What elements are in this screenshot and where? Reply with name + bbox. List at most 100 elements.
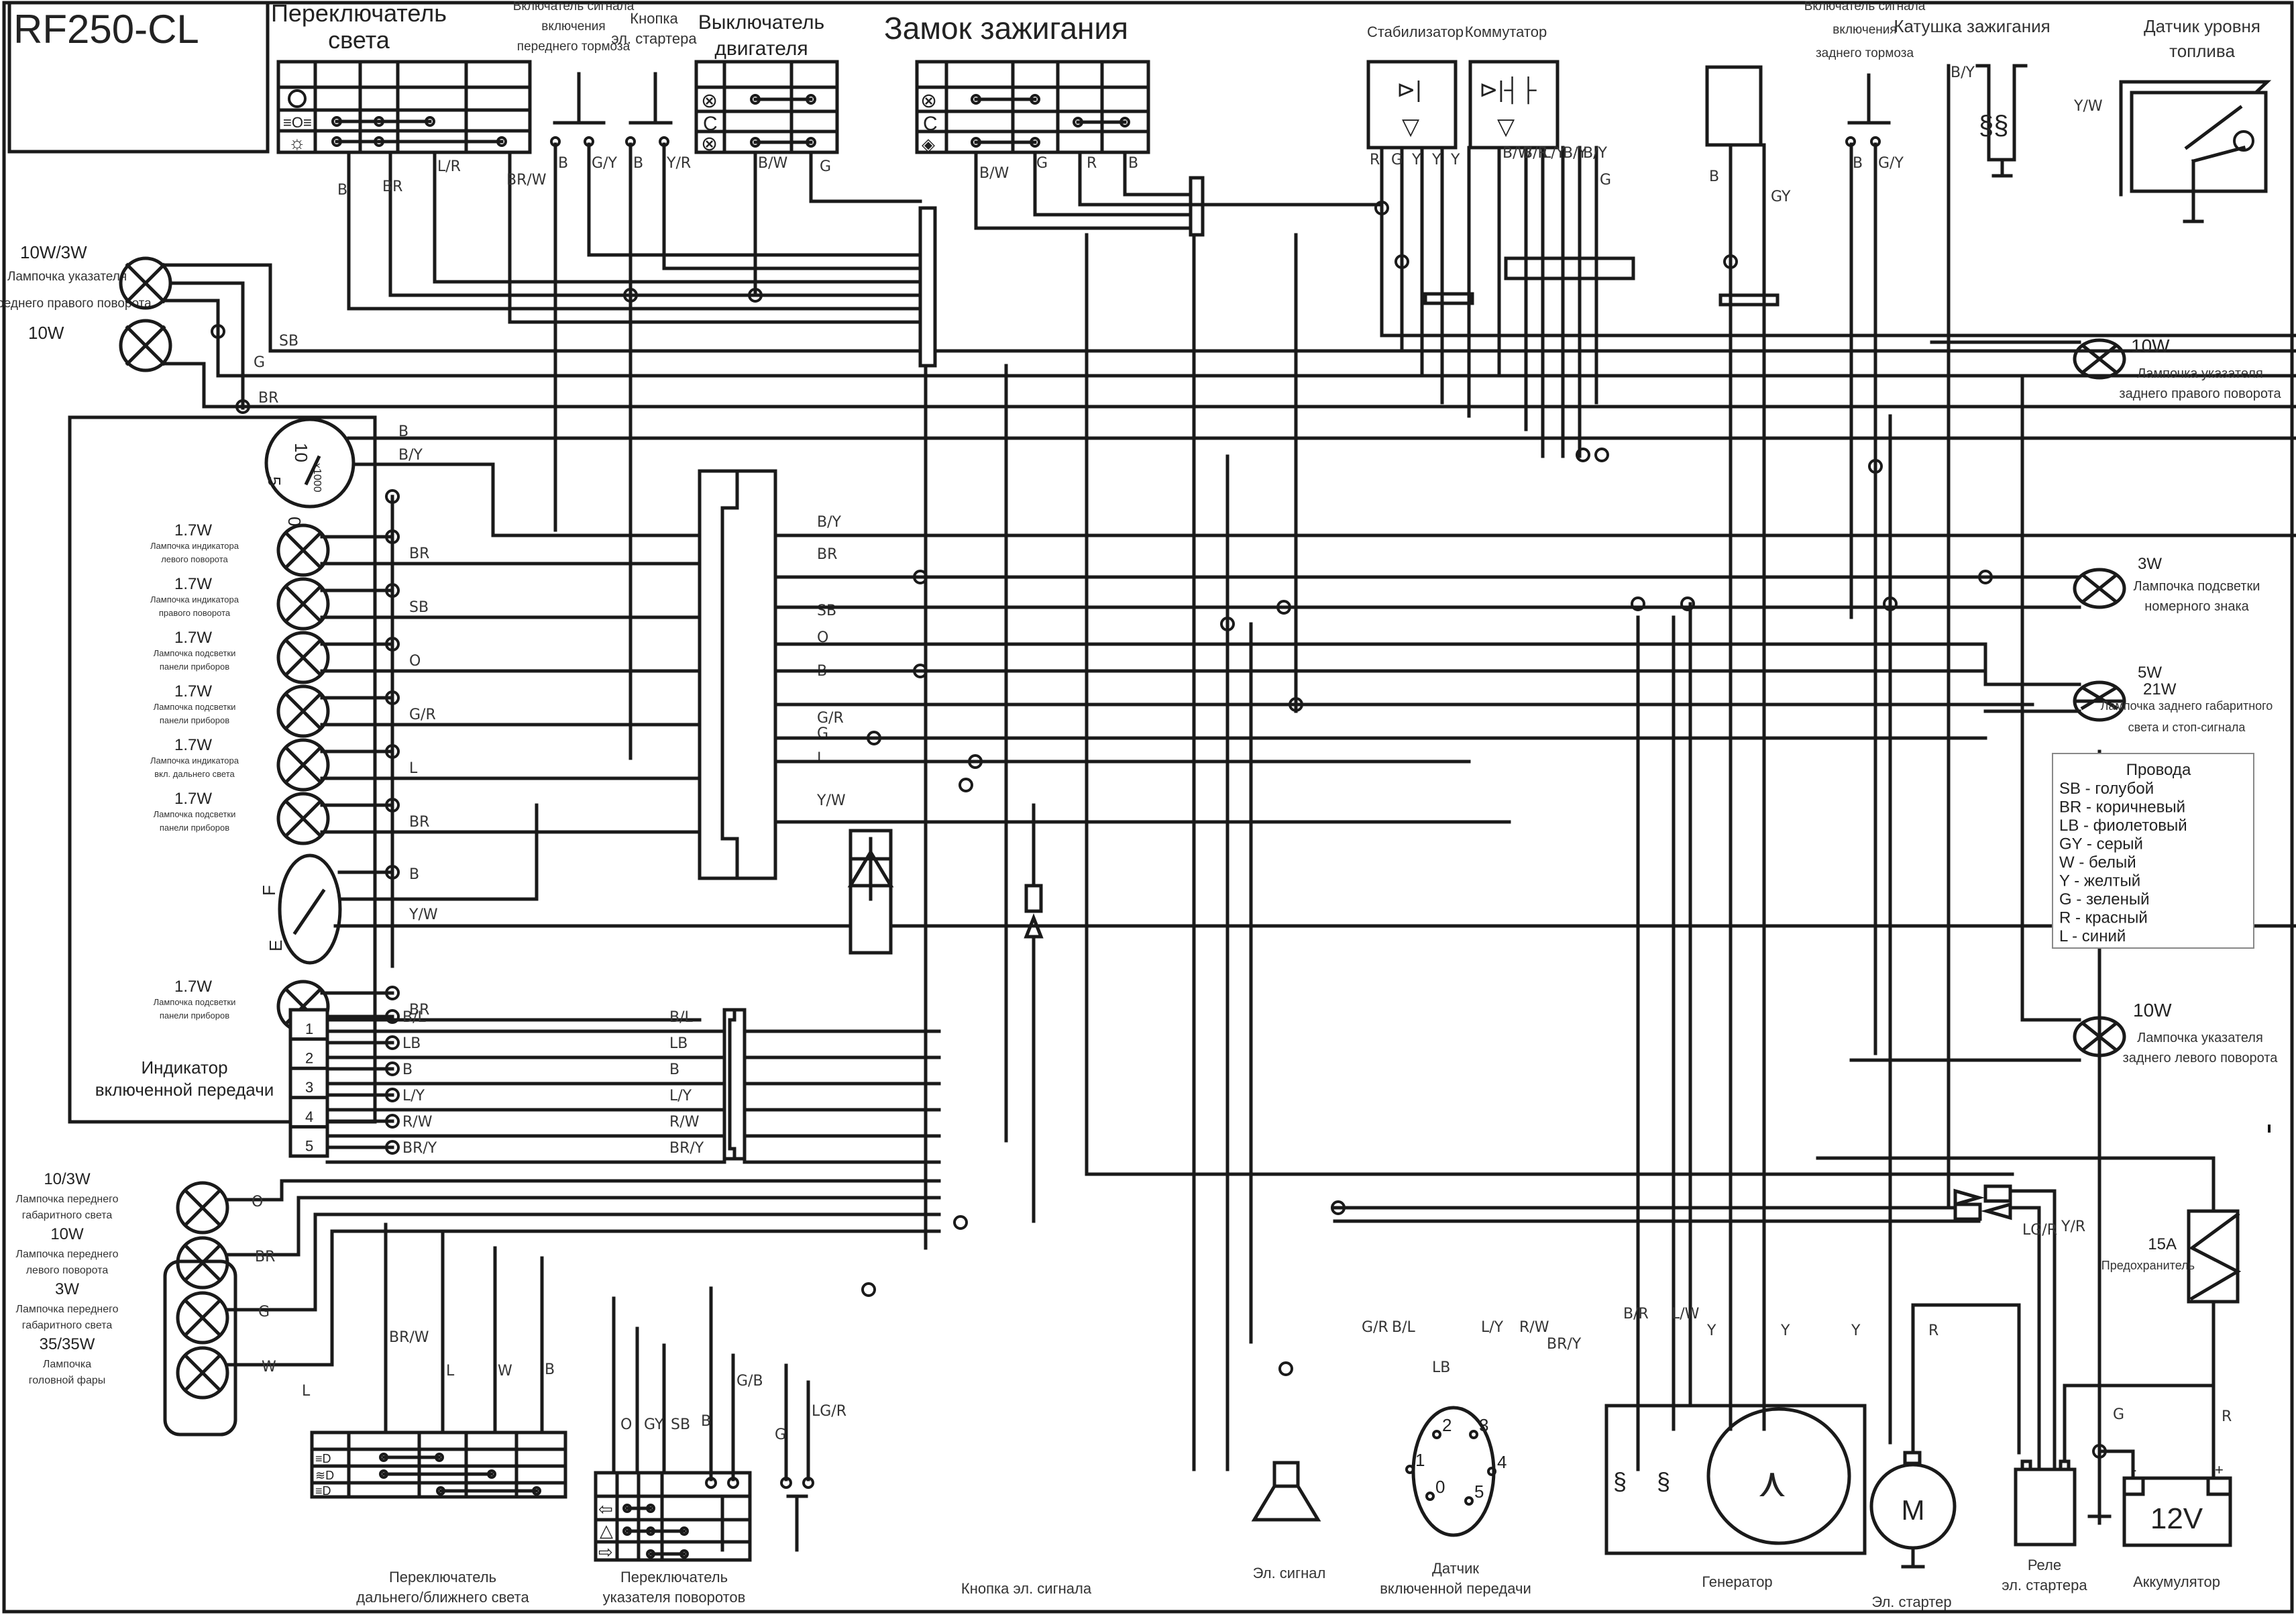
front-right-turn-lamps: 10W/3W Лампочка указателя переднего прав… (0, 242, 2296, 414)
wire-label: BR (409, 1002, 429, 1019)
lamp-power: 1.7W (174, 682, 212, 700)
rear-lamps: 10W Лампочка указателя заднего правого п… (2073, 335, 2281, 1065)
front-brake-title: включения (541, 19, 605, 34)
svg-text:F: F (259, 885, 279, 896)
front-brake-switch: Включатель сигнала включения переднего т… (513, 0, 635, 147)
rear-brake-title: заднего тормоза (1816, 46, 1914, 60)
svg-text:3W: 3W (2138, 555, 2162, 573)
lamp-label: Лампочка подсветки (154, 702, 236, 712)
svg-text:B: B (409, 866, 419, 883)
svg-text:G/R: G/R (1362, 1319, 1388, 1336)
high-beam-icon: ≡D (315, 1484, 331, 1498)
lamp-power: 1.7W (174, 575, 212, 593)
turn-signal-switch: ⇦ △ ⇨ O GY SB Переключатель указателя по… (594, 1296, 752, 1606)
svg-text:B: B (701, 1413, 711, 1430)
wire-label: L (302, 1383, 311, 1400)
svg-text:BR/W: BR/W (389, 1329, 429, 1346)
fuel-sensor-title: топлива (2169, 41, 2235, 61)
lamp-label: Лампочка подсветки (2134, 579, 2260, 594)
wire-label: O (409, 653, 421, 670)
svg-text:R/W: R/W (1519, 1319, 1549, 1336)
fuel-level-sensor: Датчик уровня топлива (2119, 16, 2272, 223)
svg-text:Кнопка эл. сигнала: Кнопка эл. сигнала (961, 1580, 1092, 1597)
light-switch: Переключатель света ≡O≡ ☼ (271, 0, 532, 154)
wire-label: B/Y (817, 514, 842, 531)
stabilizer: Стабилизатор ⊳| ▽ (1366, 23, 1464, 150)
svg-text:L: L (446, 1363, 455, 1379)
svg-text:Эл. стартер: Эл. стартер (1871, 1594, 1951, 1610)
front-brake-title: Включатель сигнала (513, 0, 635, 13)
gear-position: 1 (305, 1021, 313, 1037)
svg-text:10: 10 (291, 443, 311, 462)
lamp-label: Лампочка подсветки (154, 997, 236, 1007)
lamp-icon (276, 577, 330, 631)
gear-sensor-pin: 0 (1435, 1477, 1445, 1497)
wire-label: G/R (409, 707, 436, 723)
svg-text:G/Y: G/Y (1878, 155, 1904, 172)
svg-text:G/Y: G/Y (592, 155, 617, 172)
svg-text:10W: 10W (2133, 1000, 2172, 1021)
svg-text:GY: GY (1771, 189, 1791, 205)
lamp-label: панели приборов (160, 715, 229, 725)
stabilizer-title: Стабилизатор (1367, 23, 1464, 40)
svg-text:B: B (337, 182, 347, 199)
top-wire-labels: B BR L/R BR/W B G/Y B Y/R B/W G B/W G R … (337, 64, 2103, 205)
svg-text:B/Y: B/Y (1563, 145, 1588, 162)
relay-title: Реле (2028, 1557, 2061, 1573)
lamp-icon (2073, 338, 2126, 380)
lamp-icon (276, 631, 330, 684)
lamp-power: 1.7W (174, 629, 212, 647)
lamp-label: левого поворота (26, 1265, 109, 1276)
svg-text:Y/W: Y/W (408, 906, 438, 923)
legend-item: GY - серый (2059, 835, 2143, 853)
diode-capacitor-icon: ⊳|┤├ (1479, 76, 1537, 105)
svg-text:B: B (1853, 155, 1863, 172)
wire-label: LB (669, 1035, 688, 1052)
svg-text:B: B (633, 155, 643, 172)
connector (918, 206, 937, 368)
svg-text:B/Y: B/Y (398, 447, 423, 464)
svg-text:M: M (1902, 1494, 1925, 1526)
wire-label: SB (409, 599, 429, 616)
svg-text:21W: 21W (2143, 680, 2177, 698)
wire-label: BR/Y (402, 1140, 437, 1157)
instrument-panel (68, 415, 377, 1124)
commutator-title: Коммутатор (1465, 23, 1547, 40)
rear-brake-switch: Включатель сигнала включения заднего тор… (1804, 0, 1926, 147)
svg-text:LG/R: LG/R (812, 1403, 846, 1420)
svg-text:G: G (820, 158, 831, 175)
engine-stop-switch: Выключатель двигателя ⊗ C ⊗ (694, 11, 839, 155)
title-block (7, 1, 270, 154)
gear-position: 4 (305, 1108, 313, 1125)
stop-icon: ⊗ (701, 90, 718, 112)
svg-text:G: G (775, 1426, 786, 1443)
front-brake-title: переднего тормоза (517, 40, 631, 54)
svg-text:BR/Y: BR/Y (1547, 1336, 1582, 1353)
starter-button-title: Кнопка (630, 10, 678, 27)
starter-relay: LG/R Y/R Реле эл. стартера (2002, 1189, 2216, 1594)
legend-item: BR - коричневый (2059, 798, 2185, 817)
coil-icon: § (1613, 1467, 1627, 1495)
starter-motor: M R Эл. стартер (1869, 1303, 2021, 1610)
svg-text:BR: BR (382, 178, 402, 195)
lamp-label: Лампочка переднего (15, 1304, 118, 1315)
wire-label: L (817, 750, 826, 767)
lamp-icon (276, 684, 330, 738)
svg-text:G: G (1036, 155, 1048, 172)
wire-label: B (669, 1061, 679, 1078)
wire-label: O (817, 629, 828, 646)
lamp-label: заднего правого поворота (2119, 386, 2281, 401)
gear-sensor-pin: 3 (1479, 1415, 1488, 1435)
legend-item: SB - голубой (2059, 780, 2154, 798)
bottom-wire-labels: G/R B/L LB L/Y R/W BR/Y B/R L/W Y Y Y (1362, 1306, 1861, 1376)
svg-text:SB: SB (279, 333, 298, 350)
svg-text:10W/3W: 10W/3W (20, 242, 87, 262)
lamp-power: 1.7W (174, 521, 212, 539)
gear-harness-connector (722, 1008, 747, 1161)
connector (1423, 292, 1474, 305)
gear-indicator-title: Индикатор (141, 1057, 227, 1078)
